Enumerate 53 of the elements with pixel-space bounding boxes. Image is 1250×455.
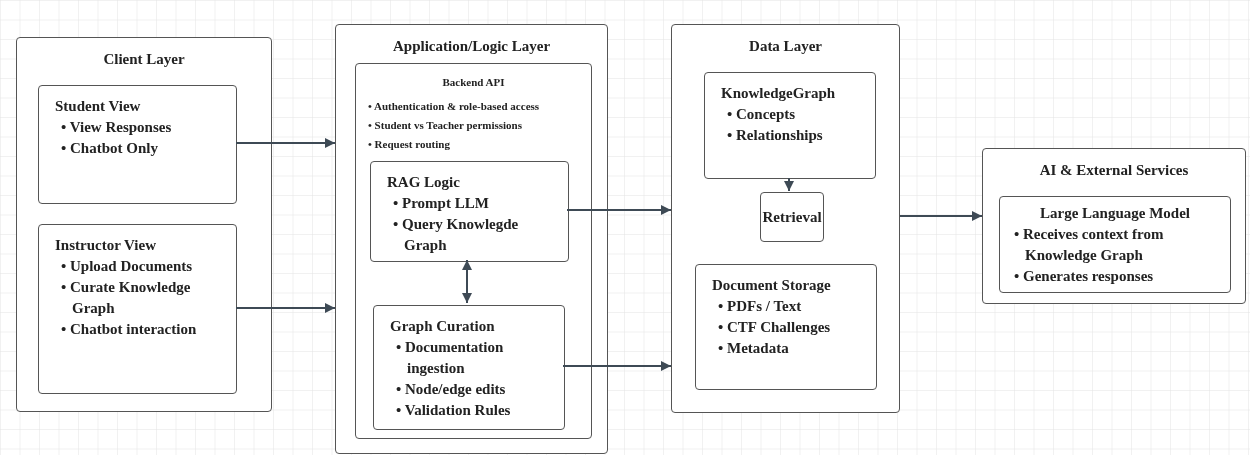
layer-panel [16,37,272,412]
bullet-item: • Generates responses [1014,267,1155,286]
component-box [695,264,877,390]
bullet-item: • Documentation ingestion [396,338,505,378]
layer-panel [671,24,900,413]
box-heading: Backend API [441,75,506,90]
layer-panel [982,148,1246,304]
bullet-item: • Relationships [727,126,824,145]
arrow [235,303,336,313]
bullet-item: • Chatbot Only [61,139,159,158]
bullet-item: • PDFs / Text [718,297,803,316]
bullet-item: • Validation Rules [396,401,512,420]
box-heading: AI & External Services [1038,161,1190,180]
bullet-item: • Receives context from Knowledge Graph [1014,225,1165,265]
box-heading: Document Storage [712,276,832,295]
box-heading: Large Language Model [1039,204,1191,223]
arrow [566,205,672,215]
bullet-item: • CTF Challenges [718,318,832,337]
component-box [999,196,1231,293]
bullet-item: • Request routing [368,136,451,152]
arrow [235,138,336,148]
bullet-item: • Node/edge edits [396,380,507,399]
bullet-item: • Chatbot interaction [61,320,198,339]
bullet-item: • View Responses [61,118,173,137]
box-heading: Graph Curation [390,317,496,336]
component-box [38,85,237,204]
layer-panel [335,24,608,454]
bullet-item: • Metadata [718,339,790,358]
component-box [704,72,876,179]
bullet-item: • Concepts [727,105,797,124]
box-heading: Student View [55,97,142,116]
bullet-item: • Authentication & role-based access [368,98,541,114]
component-box [38,224,237,394]
box-heading: Instructor View [55,236,157,255]
bullet-item: • Curate Knowledge Graph [61,278,192,318]
bullet-item: • Student vs Teacher permissions [368,117,523,133]
box-heading: Data Layer [748,37,823,56]
arrow [462,259,472,304]
box-heading: Application/Logic Layer [391,37,552,56]
box-heading: Client Layer [102,50,186,69]
arrow [784,177,794,192]
component-box [760,192,824,242]
box-heading: Retrieval [762,207,822,227]
component-box [373,305,565,430]
bullet-item: • Query Knowlegde Graph [393,215,520,255]
component-box [370,161,569,262]
bullet-item: • Prompt LLM [393,194,490,213]
bullet-item: • Upload Documents [61,257,194,276]
arrow [562,361,672,371]
component-panel [355,63,592,439]
box-heading: KnowledgeGraph [721,84,837,103]
box-heading: RAG Logic [387,173,461,192]
arrow [899,211,983,221]
